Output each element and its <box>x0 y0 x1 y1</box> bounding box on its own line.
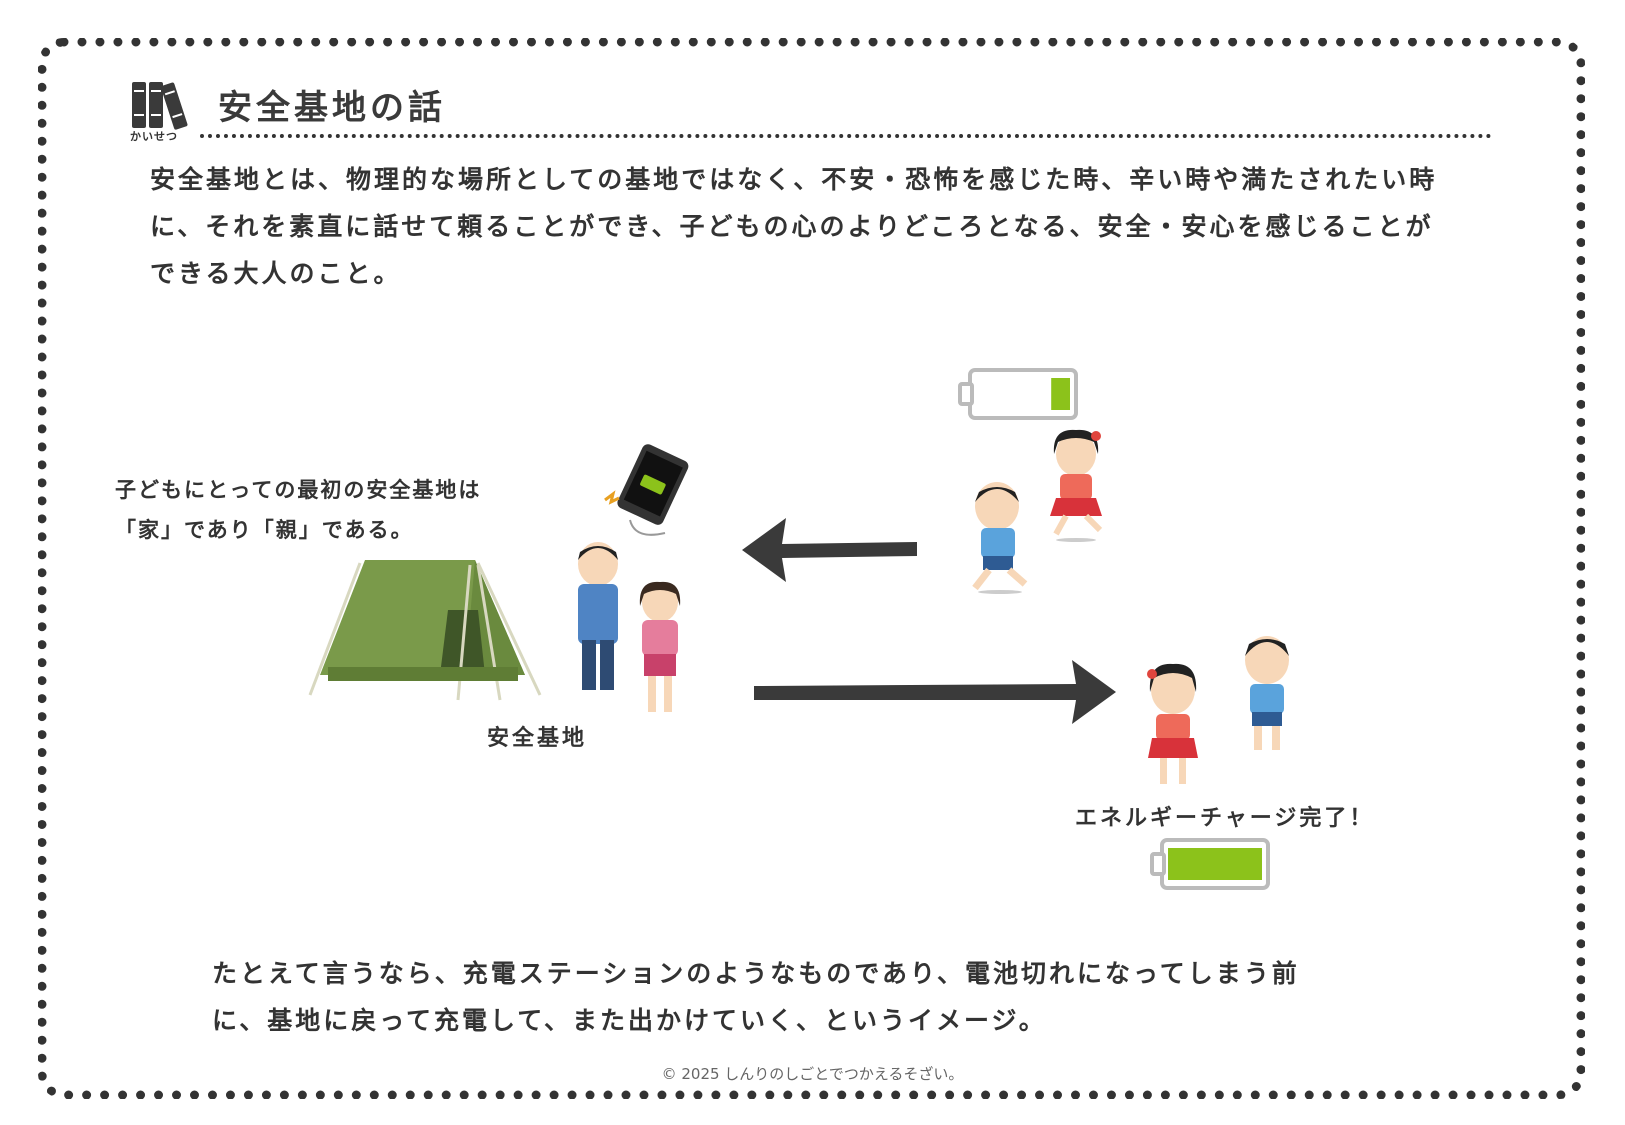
father-figure <box>578 542 618 690</box>
caption-line: 「家」であり「親」である。 <box>115 518 414 542</box>
walking-boy-figure <box>1245 636 1289 750</box>
copyright-footer: © 2025 しんりのしごとでつかえるそざい。 <box>661 1065 964 1083</box>
running-girl-figure <box>1050 429 1103 542</box>
books-icon-caption: かいせつ <box>130 130 178 143</box>
definition-line: できる大人のこと。 <box>150 259 402 288</box>
return-arrow-icon <box>742 518 917 582</box>
running-boy-figure <box>972 482 1028 594</box>
title-underline <box>200 134 1492 138</box>
safe-base-label: 安全基地 <box>487 726 588 751</box>
charging-phone-icon <box>604 444 689 536</box>
first-safe-base-caption: 子どもにとっての最初の安全基地は 「家」であり「親」である。 <box>115 470 481 550</box>
departure-arrow-icon <box>754 660 1116 724</box>
definition-line: 安全基地とは、物理的な場所としての基地ではなく、不安・恐怖を感じた時、辛い時や満… <box>150 165 1438 194</box>
energy-charged-label: エネルギーチャージ完了！ <box>1075 806 1375 831</box>
tent-illustration <box>308 560 542 701</box>
analogy-line: たとえて言うなら、充電ステーションのようなものであり、電池切れになってしまう前 <box>212 959 1300 988</box>
definition-paragraph: 安全基地とは、物理的な場所としての基地ではなく、不安・恐怖を感じた時、辛い時や満… <box>150 156 1510 297</box>
mother-figure <box>639 581 681 712</box>
page-title: 安全基地の話 <box>218 88 446 128</box>
dotted-page-frame <box>38 38 1585 1099</box>
analogy-line: に、基地に戻って充電して、また出かけていく、というイメージ。 <box>212 1006 1047 1035</box>
definition-line: に、それを素直に話せて頼ることができ、子どもの心のよりどころとなる、安全・安心を… <box>150 212 1434 241</box>
full-battery-icon <box>1150 838 1270 890</box>
caption-line: 子どもにとっての最初の安全基地は <box>115 478 482 502</box>
books-icon <box>132 82 188 130</box>
walking-girl-figure <box>1147 663 1198 784</box>
analogy-paragraph: たとえて言うなら、充電ステーションのようなものであり、電池切れになってしまう前 … <box>212 950 1362 1044</box>
low-battery-icon <box>958 368 1078 420</box>
